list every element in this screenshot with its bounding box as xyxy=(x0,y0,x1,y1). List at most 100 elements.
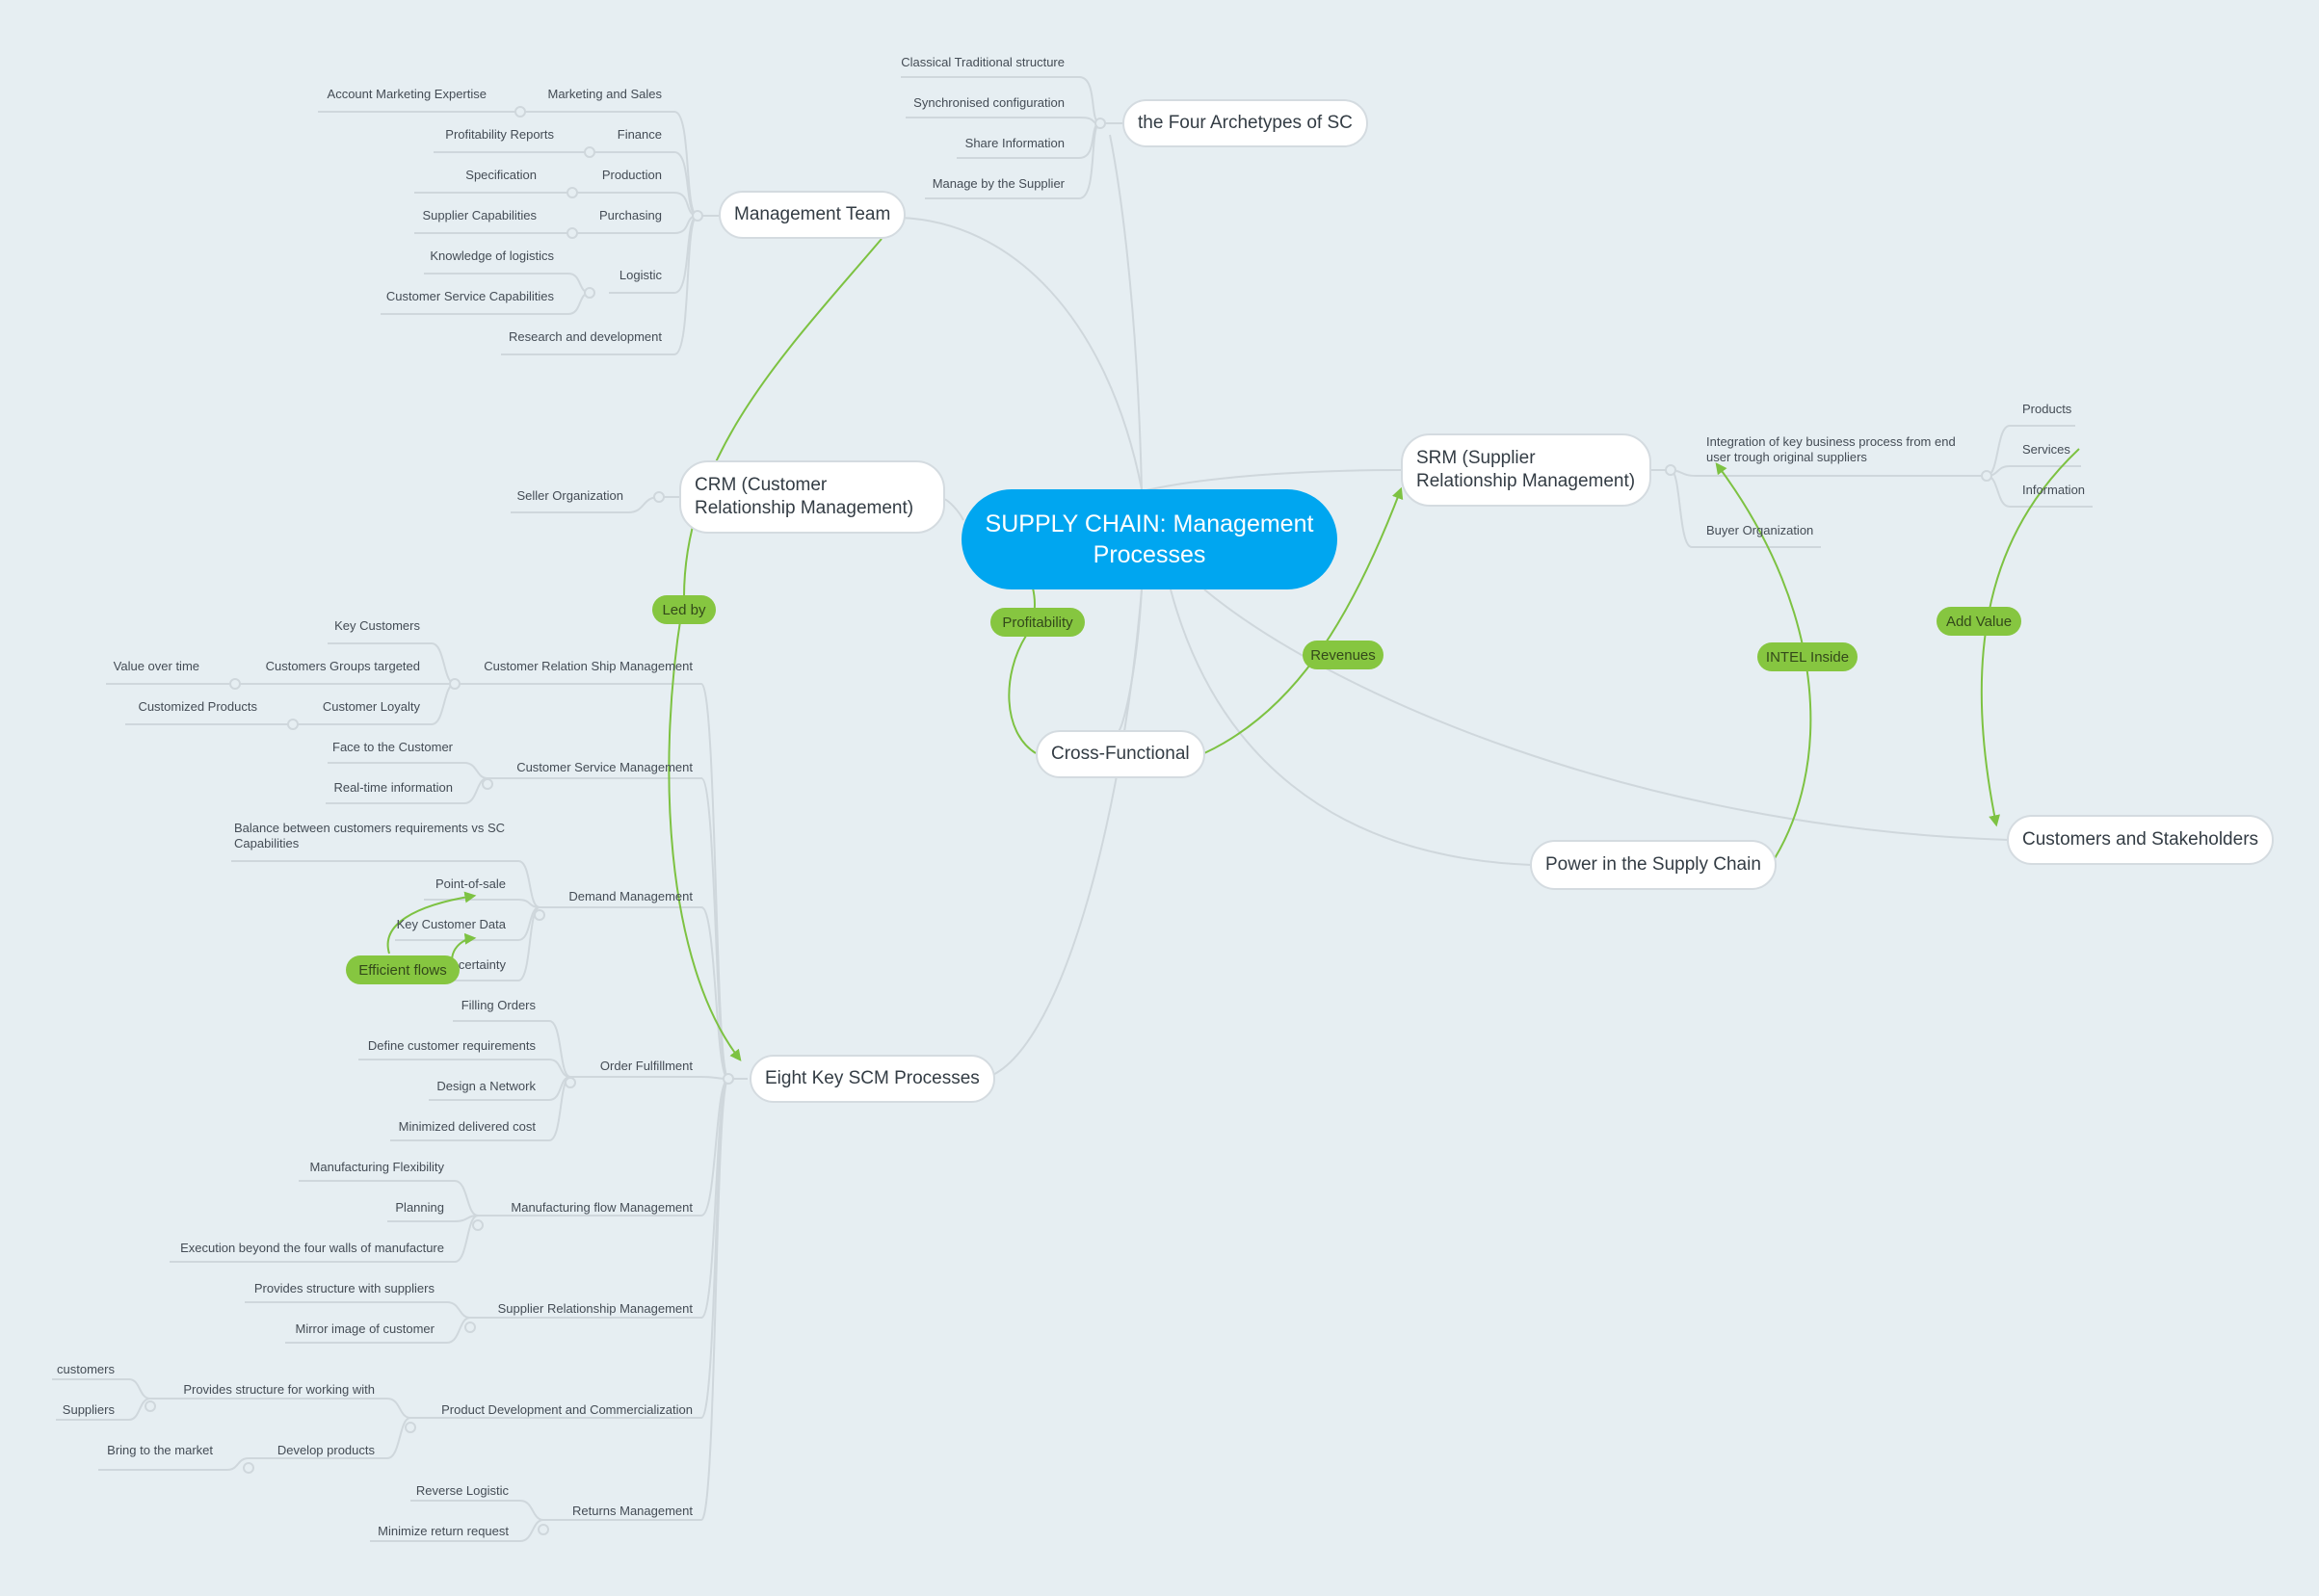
topic-eight-key-processes[interactable]: Eight Key SCM Processes xyxy=(750,1055,995,1103)
topic-srm[interactable]: SRM (Supplier Relationship Management) xyxy=(1401,433,1651,507)
relationship-label-led-by[interactable]: Led by xyxy=(652,595,716,624)
leaf-classical-structure[interactable]: Classical Traditional structure xyxy=(901,55,1065,69)
leaf-knowledge-of-logistics[interactable]: Knowledge of logistics xyxy=(430,249,554,263)
leaf-balance-requirements[interactable]: Balance between customers requirements v… xyxy=(234,821,506,850)
branch-knob[interactable] xyxy=(464,1321,476,1333)
leaf-returns-management[interactable]: Returns Management xyxy=(571,1504,693,1518)
leaf-design-a-network[interactable]: Design a Network xyxy=(436,1079,536,1093)
leaf-services[interactable]: Services xyxy=(2022,442,2070,457)
leaf-integration-key-business[interactable]: Integration of key business process from… xyxy=(1706,434,1956,464)
branch-knob[interactable] xyxy=(538,1524,549,1535)
branch-knob[interactable] xyxy=(287,719,299,730)
leaf-information[interactable]: Information xyxy=(2022,483,2086,497)
branch-knob[interactable] xyxy=(692,210,703,222)
topic-cross-functional[interactable]: Cross-Functional xyxy=(1036,730,1205,778)
relationship-add-value[interactable] xyxy=(1980,448,2080,827)
leaf-manage-by-supplier[interactable]: Manage by the Supplier xyxy=(932,176,1065,191)
branch-knob[interactable] xyxy=(565,1077,576,1088)
relationship-label-add-value[interactable]: Add Value xyxy=(1937,607,2021,636)
branch-knob[interactable] xyxy=(567,187,578,198)
branch-knob[interactable] xyxy=(584,287,595,299)
relationship-label-intel-inside[interactable]: INTEL Inside xyxy=(1757,642,1858,671)
leaf-value-over-time[interactable]: Value over time xyxy=(113,659,199,673)
branch-knob[interactable] xyxy=(1665,464,1676,476)
branch-knob[interactable] xyxy=(534,909,545,921)
branch-knob[interactable] xyxy=(472,1219,484,1231)
leaf-customers-groups-targeted[interactable]: Customers Groups targeted xyxy=(265,659,420,673)
relationship-label-efficient-flows[interactable]: Efficient flows xyxy=(346,955,460,984)
leaf-product-development-commercialization[interactable]: Product Development and Commercializatio… xyxy=(441,1402,693,1417)
branch-knob[interactable] xyxy=(145,1400,156,1412)
leaf-face-to-customer[interactable]: Face to the Customer xyxy=(332,740,453,754)
branch-line xyxy=(906,117,1101,124)
leaf-buyer-organization[interactable]: Buyer Organization xyxy=(1706,523,1814,537)
leaf-manufacturing-flow-management[interactable]: Manufacturing flow Management xyxy=(511,1200,693,1215)
leaf-share-information[interactable]: Share Information xyxy=(964,136,1065,150)
leaf-customers[interactable]: customers xyxy=(57,1362,115,1376)
relationship-efficient-flows[interactable] xyxy=(386,891,477,955)
branch-knob[interactable] xyxy=(653,491,665,503)
leaf-research-development[interactable]: Research and development xyxy=(509,329,662,344)
branch-knob[interactable] xyxy=(584,146,595,158)
leaf-execution-beyond-walls[interactable]: Execution beyond the four walls of manuf… xyxy=(180,1241,444,1255)
leaf-manufacturing-flexibility[interactable]: Manufacturing Flexibility xyxy=(309,1160,444,1174)
leaf-customer-relationship-management[interactable]: Customer Relation Ship Management xyxy=(484,659,693,673)
branch-knob[interactable] xyxy=(405,1422,416,1433)
leaf-purchasing[interactable]: Purchasing xyxy=(598,208,662,222)
relationship-intel-inside[interactable] xyxy=(1715,462,1812,864)
leaf-suppliers[interactable]: Suppliers xyxy=(62,1402,115,1417)
leaf-account-marketing-expertise[interactable]: Account Marketing Expertise xyxy=(327,87,487,101)
branch-knob[interactable] xyxy=(482,778,493,790)
leaf-real-time-information[interactable]: Real-time information xyxy=(333,780,453,795)
topic-customers-stakeholders[interactable]: Customers and Stakeholders xyxy=(2007,815,2275,865)
leaf-mirror-image-customer[interactable]: Mirror image of customer xyxy=(295,1321,435,1336)
branch-knob[interactable] xyxy=(243,1462,254,1474)
leaf-define-customer-requirements[interactable]: Define customer requirements xyxy=(367,1038,536,1053)
branch-knob[interactable] xyxy=(567,227,578,239)
topic-power-supply-chain[interactable]: Power in the Supply Chain xyxy=(1530,840,1777,890)
central-topic[interactable]: SUPPLY CHAIN: Management Processes xyxy=(962,489,1337,589)
leaf-customer-service-management[interactable]: Customer Service Management xyxy=(516,760,693,774)
branch-knob[interactable] xyxy=(1094,118,1106,129)
leaf-customer-service-capabilities[interactable]: Customer Service Capabilities xyxy=(385,289,554,303)
leaf-develop-products[interactable]: Develop products xyxy=(277,1443,375,1457)
leaf-filling-orders[interactable]: Filling Orders xyxy=(461,998,536,1012)
leaf-key-customer-data[interactable]: Key Customer Data xyxy=(396,917,506,931)
leaf-finance[interactable]: Finance xyxy=(617,127,662,142)
branch-knob[interactable] xyxy=(723,1073,734,1085)
leaf-logistic[interactable]: Logistic xyxy=(619,268,662,282)
leaf-demand-management[interactable]: Demand Management xyxy=(568,889,693,903)
leaf-products[interactable]: Products xyxy=(2022,402,2072,416)
leaf-minimize-return-request[interactable]: Minimize return request xyxy=(378,1524,509,1538)
leaf-minimized-delivered-cost[interactable]: Minimized delivered cost xyxy=(398,1119,536,1134)
leaf-customer-loyalty[interactable]: Customer Loyalty xyxy=(322,699,420,714)
branch-knob[interactable] xyxy=(1981,470,1992,482)
branch-knob[interactable] xyxy=(514,106,526,118)
relationship-led-by[interactable] xyxy=(668,238,883,1061)
leaf-specification[interactable]: Specification xyxy=(465,168,537,182)
leaf-provides-structure-working[interactable]: Provides structure for working with xyxy=(183,1382,375,1397)
leaf-customized-products[interactable]: Customized Products xyxy=(138,699,257,714)
leaf-seller-organization[interactable]: Seller Organization xyxy=(516,488,623,503)
leaf-production[interactable]: Production xyxy=(601,168,662,182)
topic-four-archetypes[interactable]: the Four Archetypes of SC xyxy=(1122,99,1368,147)
leaf-reverse-logistic[interactable]: Reverse Logistic xyxy=(415,1483,509,1498)
leaf-point-of-sale[interactable]: Point-of-sale xyxy=(435,876,506,891)
branch-knob[interactable] xyxy=(449,678,461,690)
leaf-key-customers[interactable]: Key Customers xyxy=(334,618,420,633)
topic-management-team[interactable]: Management Team xyxy=(719,191,907,239)
relationship-label-profitability[interactable]: Profitability xyxy=(990,608,1085,637)
relationship-label-revenues[interactable]: Revenues xyxy=(1303,641,1383,669)
topic-crm[interactable]: CRM (Customer Relationship Management) xyxy=(679,460,945,534)
leaf-provides-structure-suppliers[interactable]: Provides structure with suppliers xyxy=(253,1281,435,1295)
leaf-marketing-sales[interactable]: Marketing and Sales xyxy=(547,87,662,101)
leaf-synchronised-configuration[interactable]: Synchronised configuration xyxy=(913,95,1065,110)
leaf-supplier-capabilities[interactable]: Supplier Capabilities xyxy=(422,208,537,222)
leaf-supplier-relationship-management[interactable]: Supplier Relationship Management xyxy=(497,1301,693,1316)
leaf-planning[interactable]: Planning xyxy=(395,1200,444,1215)
leaf-bring-to-market[interactable]: Bring to the market xyxy=(107,1443,213,1457)
leaf-profitability-reports[interactable]: Profitability Reports xyxy=(445,127,554,142)
leaf-order-fulfillment[interactable]: Order Fulfillment xyxy=(599,1059,693,1073)
branch-knob[interactable] xyxy=(229,678,241,690)
